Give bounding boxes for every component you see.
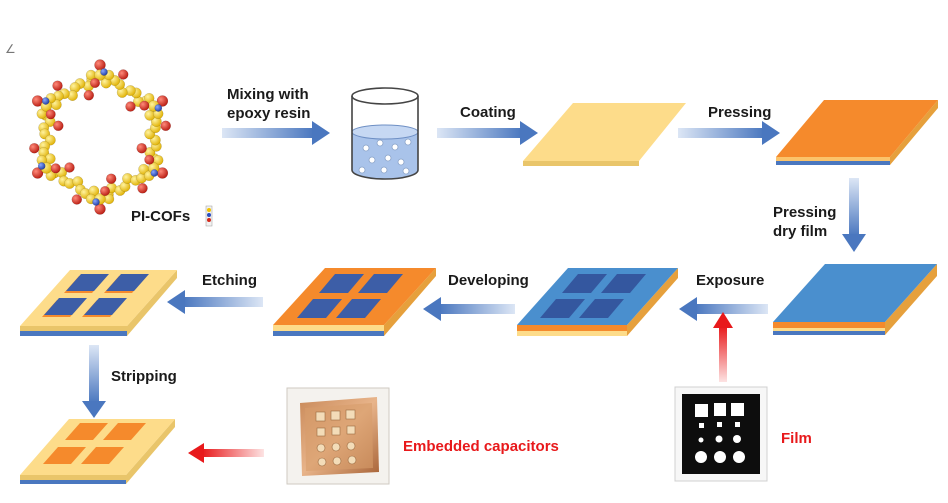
arrow-embedded-capacitors: [188, 443, 264, 463]
atom-sphere: [136, 142, 147, 154]
atom-sphere: [150, 169, 159, 177]
arrow-mixing: [222, 121, 330, 145]
etching-label: Etching: [202, 272, 257, 289]
pi-cofs-label: PI-COFs: [131, 208, 191, 225]
dry-film-board-icon: [773, 264, 937, 335]
atom-sphere: [71, 194, 83, 205]
developed-board-icon: [273, 268, 436, 336]
copper-laminate-icon: [776, 100, 938, 165]
atom-sphere: [100, 68, 108, 76]
atom-sphere: [105, 173, 117, 184]
atom-sphere: [31, 167, 44, 179]
beaker-icon: [351, 87, 419, 180]
pressing-label: Pressing: [708, 104, 772, 121]
pressing-dry-film-label-line2: dry film: [773, 223, 828, 240]
film-label: Film: [781, 430, 812, 447]
atom-sphere: [89, 77, 100, 88]
atom-sphere: [144, 154, 155, 165]
pi-cof-molecule-icon: [29, 59, 171, 215]
corner-mark: ∠: [5, 42, 16, 56]
atom-sphere: [125, 101, 136, 112]
mixing-label-line1: Mixing with: [227, 86, 309, 103]
arrow-stripping: [82, 345, 106, 418]
arrow-etching: [167, 290, 263, 314]
arrow-pressing-dry-film: [842, 178, 866, 252]
atom-sphere: [41, 97, 50, 105]
atom-sphere: [64, 162, 75, 173]
arrow-film-exposure: [713, 312, 733, 382]
coated-substrate-icon: [523, 103, 686, 166]
atom-sphere: [29, 142, 40, 154]
atom-sphere: [154, 104, 163, 112]
arrow-developing: [423, 297, 515, 321]
stripping-label: Stripping: [111, 368, 177, 385]
atom-sphere: [160, 120, 171, 132]
atom-sphere: [137, 183, 148, 194]
embedded-capacitors-label: Embedded capacitors: [403, 438, 559, 455]
atom-sphere: [37, 162, 46, 170]
arrow-coating: [437, 121, 538, 145]
arrow-pressing: [678, 121, 780, 145]
atom-sphere: [99, 185, 110, 196]
film-mask-photo: [674, 386, 768, 482]
atom-legend-icon: [205, 205, 213, 227]
atom-sphere: [52, 80, 63, 91]
atom-sphere: [45, 109, 56, 120]
atom-sphere: [117, 69, 129, 80]
atom-sphere: [50, 163, 61, 174]
mixing-label-line2: epoxy resin: [227, 105, 311, 122]
stripped-board-icon: [20, 419, 175, 484]
etched-board-icon: [20, 270, 177, 336]
atom-sphere: [83, 90, 95, 101]
atom-sphere: [92, 198, 100, 206]
atom-sphere: [53, 120, 64, 132]
atom-sphere: [139, 100, 150, 111]
exposed-board-icon: [517, 268, 678, 336]
coating-label: Coating: [460, 104, 516, 121]
embedded-capacitors-photo: [286, 387, 390, 485]
exposure-label: Exposure: [696, 272, 765, 289]
developing-label: Developing: [448, 272, 529, 289]
pressing-dry-film-label-line1: Pressing: [773, 204, 837, 221]
atom-sphere: [156, 95, 169, 107]
arrow-exposure: [679, 297, 768, 321]
